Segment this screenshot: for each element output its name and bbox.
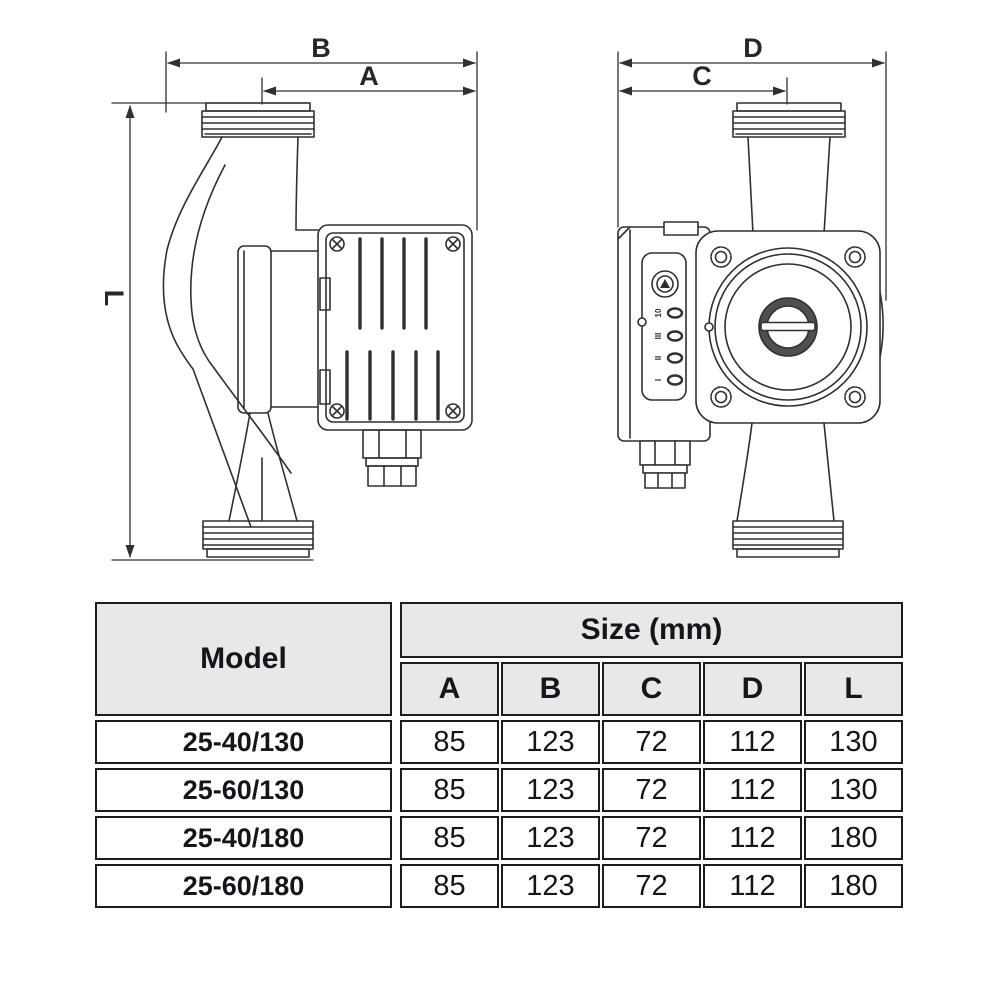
value-cell-B: 123 — [501, 768, 600, 812]
size-group-header: Size (mm) — [400, 602, 903, 658]
flange-bolt-hole-icon — [710, 246, 732, 268]
value-cell-A: 85 — [400, 720, 499, 764]
flange-bolt-hole-icon — [710, 386, 732, 408]
dim-label-L: L — [99, 290, 129, 307]
bottom-port-front — [732, 422, 844, 558]
value-cell-D: 112 — [703, 768, 802, 812]
value-cell-B: 123 — [501, 720, 600, 764]
terminal-box-front: 10 III II I — [617, 221, 711, 489]
value-cell-D: 112 — [703, 864, 802, 908]
value-cell-D: 112 — [703, 720, 802, 764]
motor-box — [317, 224, 473, 487]
model-cell: 25-40/130 — [95, 720, 392, 764]
left-view-drawing: B A L — [99, 33, 478, 561]
left-view-dimensions: B A L — [99, 33, 478, 561]
top-port-thread — [201, 102, 315, 138]
flange-bolt-hole-icon — [844, 246, 866, 268]
vent-plug-icon — [758, 297, 818, 357]
model-cell: 25-60/130 — [95, 768, 392, 812]
corner-screw-icon — [445, 236, 461, 252]
value-cell-C: 72 — [602, 720, 701, 764]
corner-screw-icon — [329, 403, 345, 419]
value-cell-A: 85 — [400, 768, 499, 812]
model-column-header: Model — [95, 602, 392, 716]
pump-dimension-drawing: B A L — [99, 33, 887, 561]
corner-screw-icon — [329, 236, 345, 252]
speed-label: I — [654, 379, 663, 381]
model-cell: 25-40/180 — [95, 816, 392, 860]
cable-gland-front — [639, 440, 691, 489]
vent-slots-lower — [345, 350, 440, 421]
value-cell-L: 180 — [804, 816, 903, 860]
right-view-drawing: D C — [617, 33, 887, 558]
col-header-B: B — [501, 662, 600, 716]
corner-screw-icon — [445, 403, 461, 419]
col-header-L: L — [804, 662, 903, 716]
value-cell-D: 112 — [703, 816, 802, 860]
speed-label: III — [654, 333, 663, 340]
stator-housing-circles — [704, 247, 868, 407]
pump-housing-side — [162, 136, 319, 528]
col-header-A: A — [400, 662, 499, 716]
dim-label-C: C — [692, 61, 712, 91]
speed-indicator-leds — [666, 307, 684, 386]
col-header-D: D — [703, 662, 802, 716]
value-cell-B: 123 — [501, 816, 600, 860]
value-cell-A: 85 — [400, 816, 499, 860]
cable-gland — [362, 429, 422, 487]
value-cell-C: 72 — [602, 816, 701, 860]
speed-label: 10 — [654, 308, 663, 317]
flange-bolt-hole-icon — [844, 386, 866, 408]
dim-label-D: D — [743, 33, 763, 63]
dim-label-B: B — [311, 33, 331, 63]
value-cell-C: 72 — [602, 864, 701, 908]
value-cell-L: 130 — [804, 768, 903, 812]
value-cell-B: 123 — [501, 864, 600, 908]
value-cell-C: 72 — [602, 768, 701, 812]
motor-flange-front — [695, 230, 881, 424]
value-cell-L: 180 — [804, 864, 903, 908]
dim-label-A: A — [359, 61, 379, 91]
speed-indicator-labels: 10 III II I — [654, 308, 663, 381]
vent-slots-upper — [358, 237, 428, 330]
selector-knob-icon — [651, 270, 679, 298]
right-view-dimensions: D C — [617, 33, 887, 301]
col-header-C: C — [602, 662, 701, 716]
value-cell-L: 130 — [804, 720, 903, 764]
model-cell: 25-60/180 — [95, 864, 392, 908]
top-port-thread-front — [732, 102, 846, 235]
speed-label: II — [654, 356, 663, 360]
speed-selector-panel: 10 III II I — [637, 252, 687, 401]
bottom-port-thread — [202, 520, 314, 558]
value-cell-A: 85 — [400, 864, 499, 908]
